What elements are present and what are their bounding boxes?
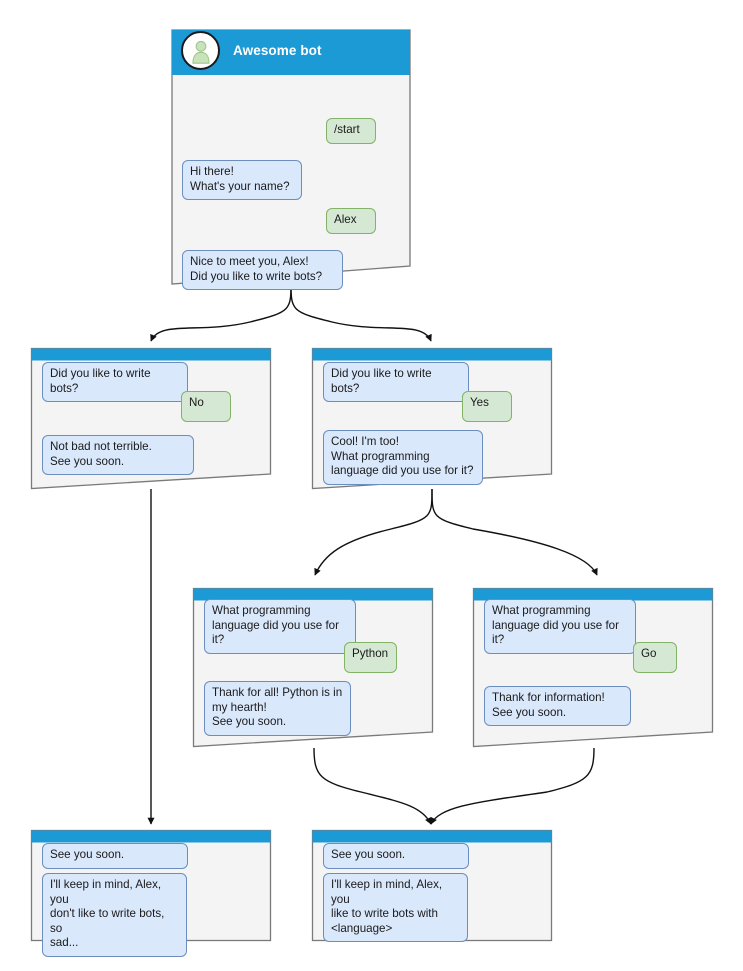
chat-bubble-bot: Cool! I'm too! What programming language… [323, 430, 483, 485]
chat-bubble-user: Yes [462, 391, 512, 422]
chat-bubble-user: Alex [326, 208, 376, 234]
chat-bubble-user: Python [344, 642, 397, 673]
chat-bubble-bot: Nice to meet you, Alex! Did you like to … [182, 250, 343, 291]
chat-bubble-bot: Thank for all! Python is in my hearth! S… [204, 681, 351, 736]
chat-bubble-bot: See you soon. [42, 843, 188, 869]
chat-card-language-go[interactable]: What programming language did you use fo… [472, 587, 714, 748]
chat-card-start[interactable]: Awesome bot /start Hi there! What's your… [170, 28, 412, 291]
connector-yes-to-python [314, 488, 433, 576]
person-avatar-icon [181, 31, 220, 70]
chat-bubble-bot: See you soon. [323, 843, 469, 869]
chat-card-answer-no[interactable]: Did you like to write bots? No Not bad n… [30, 347, 272, 490]
chat-card-language-python[interactable]: What programming language did you use fo… [192, 587, 434, 748]
chat-bubble-bot: I'll keep in mind, Alex, you like to wri… [323, 873, 468, 943]
connector-start-to-yes [290, 281, 432, 342]
chat-bubble-user: /start [326, 118, 376, 144]
chat-bubble-bot: What programming language did you use fo… [484, 599, 636, 654]
chat-bubble-user: Go [633, 642, 677, 673]
card-title: Awesome bot [233, 43, 322, 58]
chat-bubble-bot: Thank for information! See you soon. [484, 686, 631, 727]
connector-start-to-no [150, 281, 292, 342]
chat-card-end-yes[interactable]: See you soon. I'll keep in mind, Alex, y… [311, 829, 553, 943]
chat-bubble-bot: Hi there! What's your name? [182, 160, 302, 201]
connector-go-to-end [430, 747, 595, 825]
chat-bubble-bot: Did you like to write bots? [323, 362, 469, 403]
chat-bubble-bot: What programming language did you use fo… [204, 599, 356, 654]
chat-card-answer-yes[interactable]: Did you like to write bots? Yes Cool! I'… [311, 347, 553, 490]
chat-bubble-bot: Did you like to write bots? [42, 362, 188, 403]
card-header-bar: Awesome bot [170, 28, 423, 73]
chat-bubble-bot: Not bad not terrible. See you soon. [42, 435, 194, 476]
connector-python-to-end [313, 747, 432, 825]
connector-yes-to-go [431, 488, 598, 576]
chat-card-end-no[interactable]: See you soon. I'll keep in mind, Alex, y… [30, 829, 272, 957]
chat-bubble-bot: I'll keep in mind, Alex, you don't like … [42, 873, 187, 957]
chat-bubble-user: No [181, 391, 231, 422]
